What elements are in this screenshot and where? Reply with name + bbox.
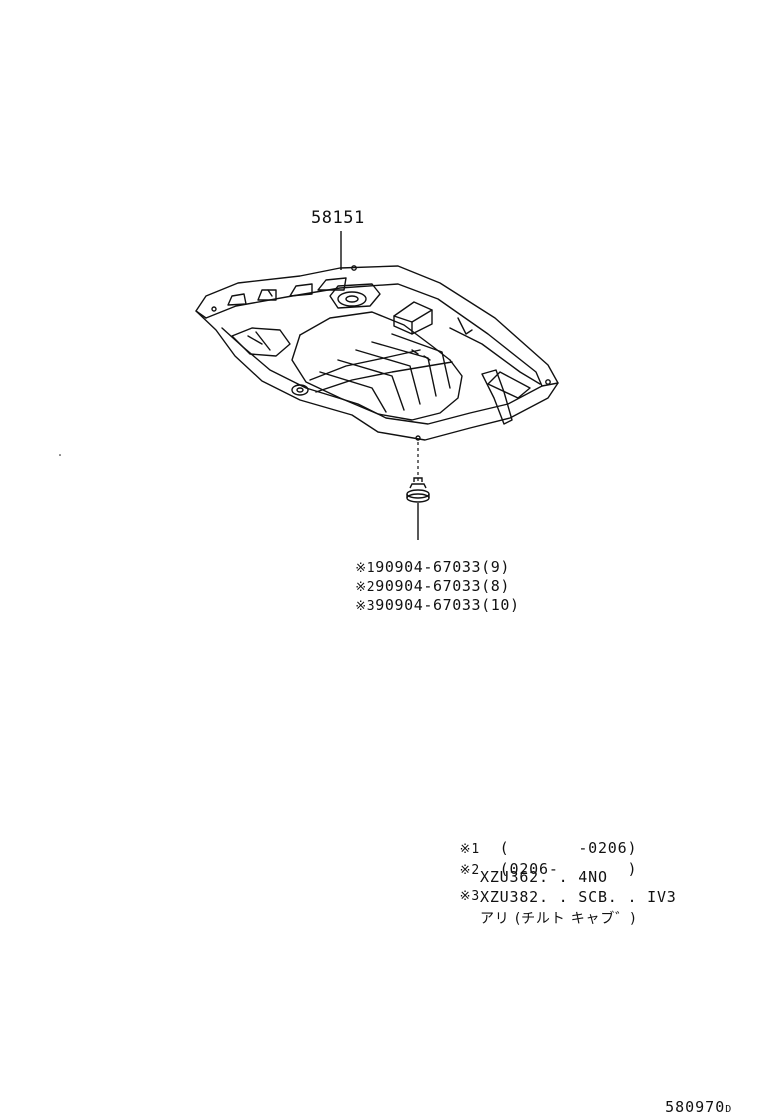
note-mark: ※3	[459, 889, 480, 904]
callout-part-number: 90904-67033(9)	[375, 558, 511, 576]
callout-mark: ※1	[355, 561, 376, 576]
callout-part-number: 90904-67033(8)	[375, 577, 511, 595]
callout-part-number: 90904-67033(10)	[375, 596, 520, 614]
fastener-callout-1: ※190904-67033(9)	[336, 540, 510, 576]
note-3: ※3	[440, 868, 480, 904]
note-line: ( -0206)	[499, 839, 638, 857]
main-part-number: 58151	[311, 208, 365, 228]
note-3-line-3: アリ (チルト キャブ゛)	[480, 911, 637, 927]
note-mark: ※2	[459, 863, 480, 878]
stray-dot	[59, 454, 61, 456]
figure-suffix: D	[725, 1104, 733, 1115]
note-2: ※2 (0206- )	[440, 842, 637, 878]
callout-mark: ※2	[355, 580, 376, 595]
note-3-line-2: XZU382. . SCB. . IV3	[480, 888, 677, 906]
fastener-callout-3: ※390904-67033(10)	[336, 578, 520, 614]
figure-id: 580970D	[645, 1080, 732, 1116]
note-line: (0206- )	[499, 860, 638, 878]
note-mark: ※1	[459, 842, 480, 857]
note-1: ※1 ( -0206)	[440, 821, 637, 857]
floor-pan-panel	[195, 265, 559, 441]
clip-fastener	[406, 477, 430, 503]
figure-number: 580970	[665, 1098, 726, 1116]
fastener-callout-2: ※290904-67033(8)	[336, 559, 510, 595]
callout-mark: ※3	[355, 599, 376, 614]
note-3-line-1: XZU362. . 4NO	[480, 868, 608, 886]
